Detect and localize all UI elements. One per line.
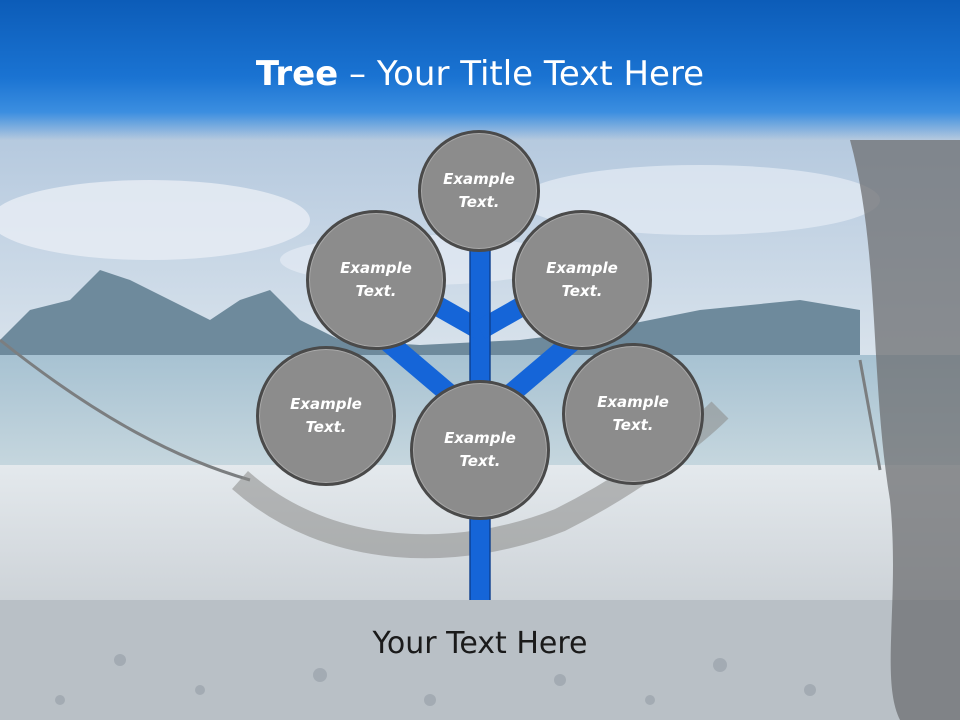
node-label: Example Text.: [290, 395, 362, 436]
slide-title: Tree – Your Title Text Here: [0, 52, 960, 96]
node-label: Example Text.: [597, 393, 669, 434]
tree-node-upper-right: Example Text.: [512, 210, 652, 350]
tree-node-upper-left: Example Text.: [306, 210, 446, 350]
title-rest: – Your Title Text Here: [338, 54, 705, 94]
title-bold: Tree: [255, 54, 339, 94]
tree-node-top: Example Text.: [418, 130, 540, 252]
node-label: Example Text.: [443, 170, 515, 211]
node-label: Example Text.: [340, 259, 412, 300]
node-label: Example Text.: [444, 429, 516, 470]
footer-text: Your Text Here: [372, 626, 588, 661]
tree-node-center: Example Text.: [410, 380, 550, 520]
title-band: [0, 0, 960, 140]
tree-node-lower-right: Example Text.: [562, 343, 704, 485]
tree-node-lower-left: Example Text.: [256, 346, 396, 486]
node-label: Example Text.: [546, 259, 618, 300]
